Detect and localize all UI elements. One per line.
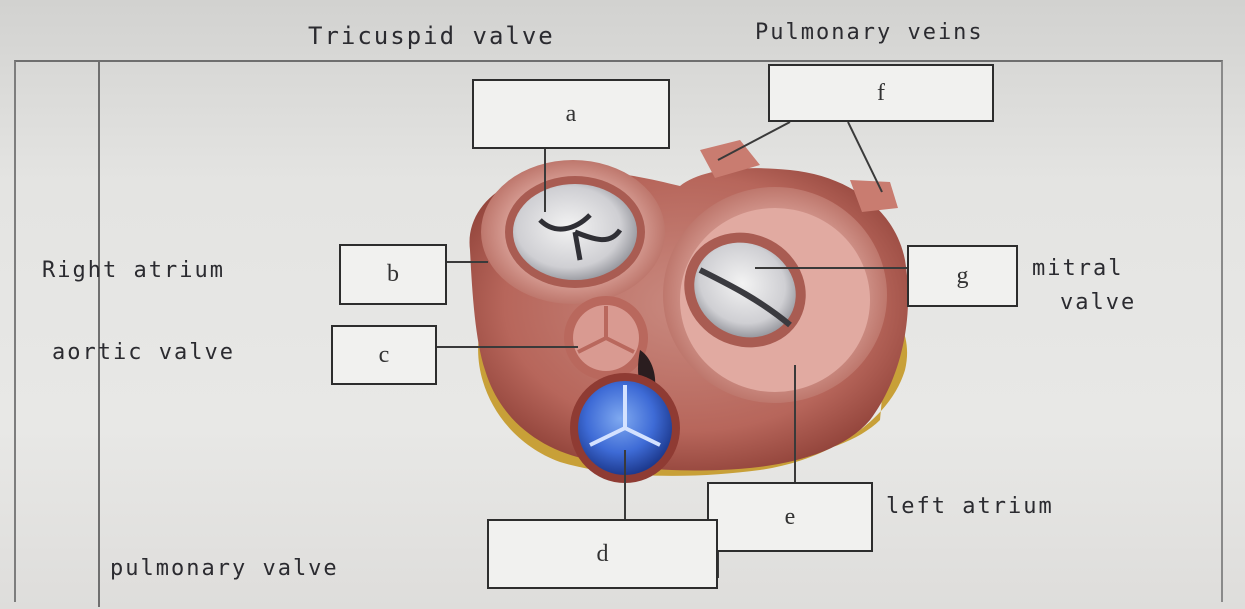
handwritten-mitral: mitral bbox=[1032, 256, 1123, 281]
label-box-e-text: e bbox=[785, 504, 796, 531]
handwritten-right-atrium: Right atrium bbox=[42, 258, 225, 283]
label-box-b: b bbox=[339, 244, 447, 305]
label-box-f-text: f bbox=[877, 80, 885, 107]
label-box-g: g bbox=[907, 245, 1018, 307]
label-box-a-text: a bbox=[566, 101, 577, 128]
label-box-e: e bbox=[707, 482, 873, 552]
label-box-c: c bbox=[331, 325, 437, 385]
handwritten-valve: valve bbox=[1060, 290, 1136, 315]
label-box-d: d bbox=[487, 519, 718, 589]
handwritten-left-atrium: left atrium bbox=[886, 494, 1054, 519]
label-box-f: f bbox=[768, 64, 994, 122]
label-box-g-text: g bbox=[957, 263, 969, 290]
label-box-a: a bbox=[472, 79, 670, 149]
handwritten-aortic-valve: aortic valve bbox=[52, 340, 235, 365]
label-box-c-text: c bbox=[379, 342, 390, 369]
handwritten-pulmonary-veins: Pulmonary veins bbox=[755, 20, 984, 45]
handwritten-tricuspid-valve: Tricuspid valve bbox=[308, 22, 555, 50]
label-box-d-text: d bbox=[597, 541, 609, 568]
handwritten-pulmonary-valve: pulmonary valve bbox=[110, 556, 339, 581]
label-box-b-text: b bbox=[387, 261, 399, 288]
